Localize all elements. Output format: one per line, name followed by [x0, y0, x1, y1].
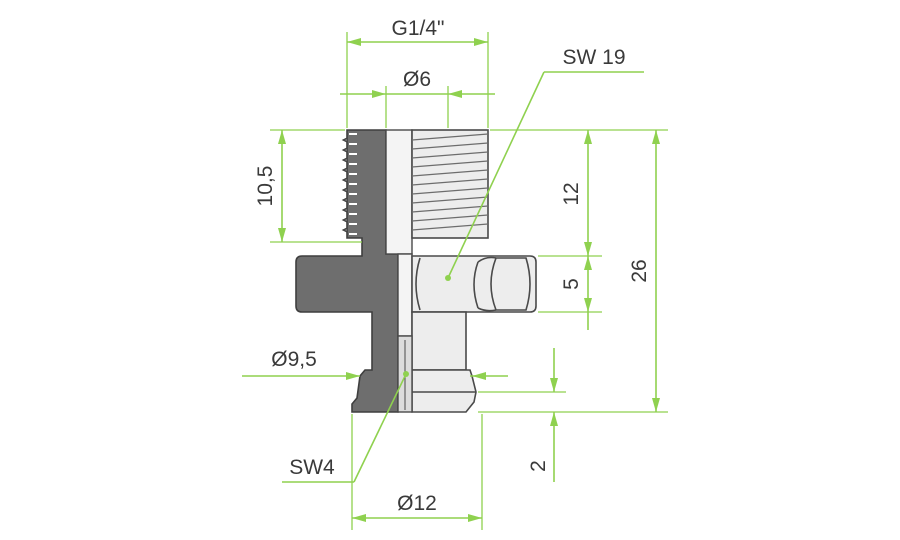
section-thread-notches	[349, 133, 357, 235]
lower-shank	[411, 311, 467, 371]
center-bore	[385, 129, 413, 255]
label-diameter-large: Ø12	[397, 492, 437, 515]
label-thread-size: G1/4"	[392, 17, 445, 40]
label-length-12: 12	[560, 182, 583, 205]
hex-nut-face-left	[415, 257, 421, 311]
thread-lines	[411, 133, 489, 231]
section-thread-teeth	[341, 137, 348, 233]
tip-flange	[411, 369, 477, 413]
part-drawing	[295, 129, 537, 413]
label-diameter-small: Ø9,5	[271, 348, 317, 371]
center-bore-lower	[397, 253, 413, 337]
label-thread-length: 10,5	[254, 166, 277, 207]
label-tip-height: 2	[527, 460, 550, 472]
hex-nut-face-right	[490, 257, 531, 311]
label-bore-diameter: Ø6	[403, 68, 431, 91]
label-overall-length: 26	[628, 259, 651, 282]
label-nut-height: 5	[560, 278, 583, 290]
label-wrench-size-hex: SW4	[289, 456, 335, 479]
dimension-labels: G1/4" Ø6 SW 19 10,5 12 5 26 Ø9,5 SW4 2 Ø…	[254, 17, 651, 515]
dimension-lines	[242, 32, 668, 530]
section-body	[295, 129, 399, 413]
label-wrench-size-nut: SW 19	[562, 46, 625, 69]
hex-nut-face-mid	[473, 256, 497, 312]
